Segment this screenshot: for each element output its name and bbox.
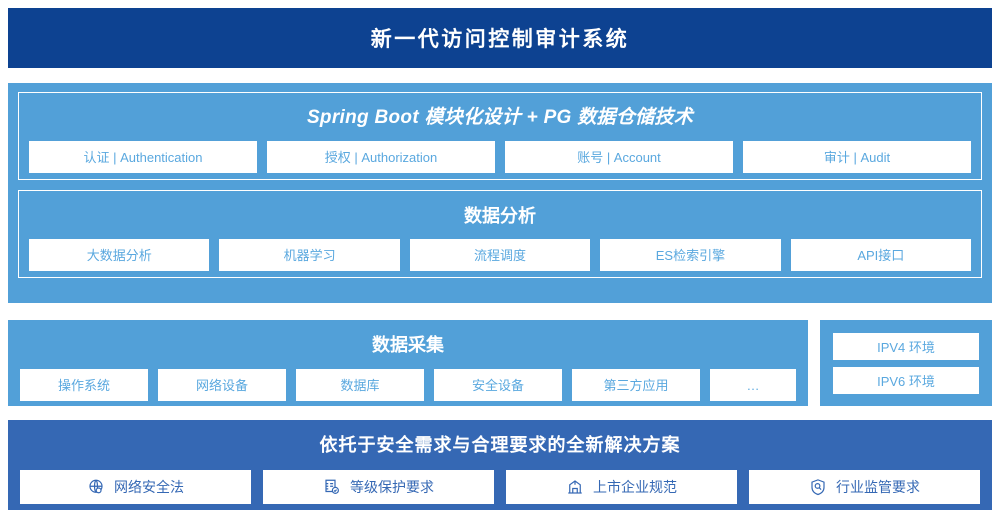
chip-big-data-analysis[interactable]: 大数据分析	[29, 239, 210, 271]
chip-label: 安全设备	[471, 377, 524, 393]
chip-ipv6-environment[interactable]: IPV6 环境	[833, 367, 979, 394]
chip-label: 审计 | Audit	[823, 149, 891, 165]
chip-network-device[interactable]: 网络设备	[158, 369, 286, 401]
chip-label: IPV6 环境	[877, 374, 935, 389]
chip-es-search-engine[interactable]: ES检索引擎	[600, 239, 781, 271]
chip-label: API接口	[857, 247, 905, 263]
ip-environment-panel: IPV4 环境 IPV6 环境	[820, 320, 992, 406]
compliance-title: 依托于安全需求与合理要求的全新解决方案	[319, 435, 681, 455]
chip-industry-regulation[interactable]: 行业监管要求	[749, 470, 980, 504]
chip-more-ellipsis[interactable]: …	[710, 369, 796, 401]
chip-ipv4-environment[interactable]: IPV4 环境	[833, 333, 979, 360]
chip-label: 认证 | Authentication	[83, 149, 203, 165]
chip-account[interactable]: 账号 | Account	[505, 141, 733, 173]
chip-label: …	[746, 377, 760, 393]
springboot-group-title: Spring Boot 模块化设计 + PG 数据仓储技术	[306, 107, 694, 128]
chip-audit[interactable]: 审计 | Audit	[743, 141, 971, 173]
data-analysis-group-title: 数据分析	[464, 206, 536, 226]
chip-classified-protection[interactable]: 等级保护要求	[263, 470, 494, 504]
globe-icon	[87, 478, 105, 496]
data-collection-panel: 数据采集 操作系统 网络设备 数据库 安全设备 第三方应用 …	[8, 320, 808, 406]
chip-api-interface[interactable]: API接口	[790, 239, 972, 271]
compliance-chip-row: 网络安全法 等级保护要求	[8, 470, 992, 504]
chip-label: 账号 | Account	[577, 149, 661, 165]
chip-label: 行业监管要求	[836, 479, 920, 495]
chip-database[interactable]: 数据库	[296, 369, 424, 401]
chip-label: 第三方应用	[603, 377, 669, 393]
chip-listed-enterprise-standard[interactable]: 上市企业规范	[506, 470, 737, 504]
data-collection-title: 数据采集	[372, 335, 444, 355]
compliance-panel: 依托于安全需求与合理要求的全新解决方案 网络安全法	[8, 420, 992, 510]
chip-label: 等级保护要求	[350, 479, 434, 495]
chip-label: 操作系统	[57, 377, 110, 393]
chip-label: 大数据分析	[86, 247, 152, 263]
data-collection-chip-row: 操作系统 网络设备 数据库 安全设备 第三方应用 …	[8, 369, 808, 401]
chip-label: 流程调度	[474, 247, 527, 263]
chip-process-scheduling[interactable]: 流程调度	[409, 239, 591, 271]
springboot-chip-row: 认证 | Authentication 授权 | Authorization 账…	[19, 141, 981, 173]
chip-label: 上市企业规范	[593, 479, 677, 495]
chip-label: 授权 | Authorization	[324, 149, 438, 165]
header-banner: 新一代访问控制审计系统	[8, 8, 992, 68]
platform-panel: Spring Boot 模块化设计 + PG 数据仓储技术 认证 | Authe…	[8, 83, 992, 303]
chip-authentication[interactable]: 认证 | Authentication	[29, 141, 257, 173]
data-analysis-chip-row: 大数据分析 机器学习 流程调度 ES检索引擎 API接口	[19, 239, 981, 271]
chip-third-party-app[interactable]: 第三方应用	[572, 369, 700, 401]
chip-label: 数据库	[340, 377, 380, 393]
chip-security-device[interactable]: 安全设备	[434, 369, 562, 401]
chip-cybersecurity-law[interactable]: 网络安全法	[20, 470, 251, 504]
chip-label: ES检索引擎	[655, 247, 726, 263]
chip-authorization[interactable]: 授权 | Authorization	[267, 141, 495, 173]
bank-icon	[566, 478, 584, 496]
document-check-icon	[323, 478, 341, 496]
chip-label: 网络安全法	[114, 479, 184, 495]
chip-label: IPV4 环境	[877, 340, 935, 355]
chip-label: 机器学习	[283, 247, 336, 263]
shield-search-icon	[809, 478, 827, 496]
data-analysis-group: 数据分析 大数据分析 机器学习 流程调度 ES检索引擎 API接口	[18, 190, 982, 278]
chip-machine-learning[interactable]: 机器学习	[219, 239, 400, 271]
page-title: 新一代访问控制审计系统	[370, 28, 630, 51]
chip-operating-system[interactable]: 操作系统	[20, 369, 148, 401]
springboot-group: Spring Boot 模块化设计 + PG 数据仓储技术 认证 | Authe…	[18, 92, 982, 180]
chip-label: 网络设备	[195, 377, 248, 393]
